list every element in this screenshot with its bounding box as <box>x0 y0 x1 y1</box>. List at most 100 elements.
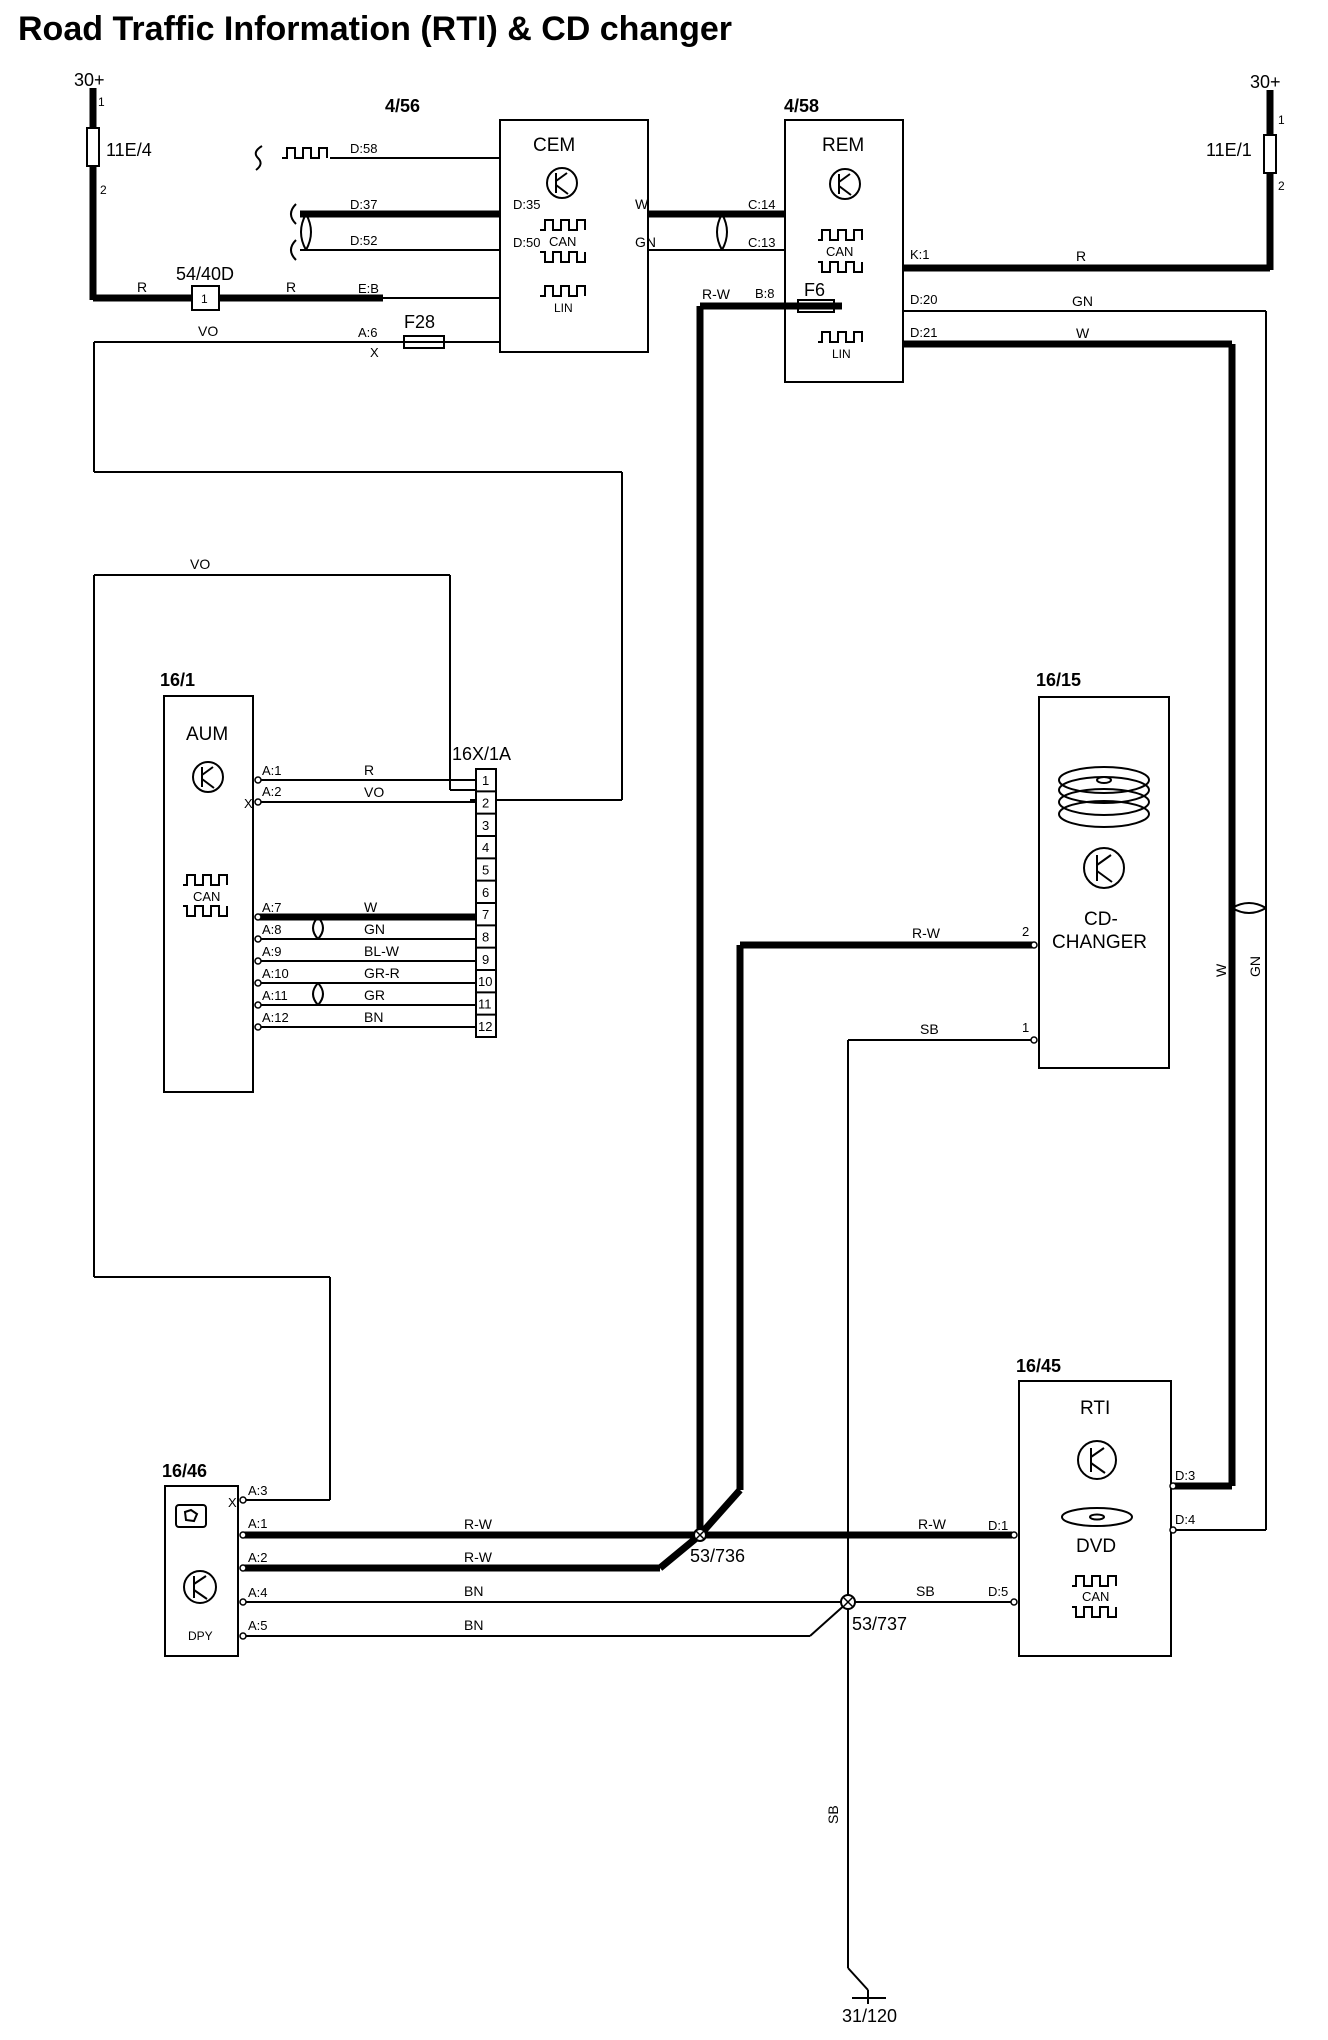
dpy-ref: 16/46 <box>162 1461 207 1481</box>
connector-16x-pin-10: 10 <box>478 974 492 989</box>
cem-can-twist <box>300 213 312 251</box>
rem-ref: 4/58 <box>784 96 819 116</box>
cd-changer-box <box>1038 696 1170 1069</box>
ground-label: 31/120 <box>842 2006 897 2026</box>
cem-left-pins: D:58 D:37 D:52 E:B A:6 X VO <box>93 141 623 801</box>
rti-pin-d5: D:5 <box>988 1584 1008 1599</box>
wire-label-w-aum: W <box>364 899 378 915</box>
wire-label-bn-dpy1: BN <box>464 1583 483 1599</box>
connector-16x-pin-8: 8 <box>482 930 489 945</box>
rem-name: REM <box>822 135 864 156</box>
cd-changer-ref: 16/15 <box>1036 670 1081 690</box>
cd-changer-module: 16/15 CD- CHANGER 2 1 <box>1022 670 1170 1069</box>
rem-pin-c14: C:14 <box>748 197 775 212</box>
wire-r-supply-cem: R R <box>93 279 500 302</box>
wire-rw-rem-splice: R-W <box>696 286 842 1535</box>
connector-16x-pin-6: 6 <box>482 885 489 900</box>
rti-pin-d4: D:4 <box>1175 1512 1195 1527</box>
connector-16x-pin-2: 2 <box>482 796 489 811</box>
dpy-pin-a5: A:5 <box>248 1618 268 1633</box>
rem-transistor-icon <box>829 168 861 200</box>
wire-label-vo-aum: VO <box>364 784 384 800</box>
right-supply-fuse-label: 11E/1 <box>1206 140 1252 160</box>
connector-16x-pin-4: 4 <box>482 840 489 855</box>
rti-name: RTI <box>1080 1398 1110 1419</box>
wire-label-grr-aum: GR-R <box>364 965 400 981</box>
wire-label-sb-vertical: SB <box>825 1805 841 1824</box>
aum-can-twist-2 <box>312 982 324 1006</box>
cem-rem-can-bus: D:35 D:50 W GN C:14 C:13 <box>513 196 785 251</box>
wire-label-gn-aum: GN <box>364 921 385 937</box>
cem-pin-d35: D:35 <box>513 197 540 212</box>
splice-54-40d-box <box>191 285 220 311</box>
wire-label-r-2: R <box>286 279 296 295</box>
dpy-module: 16/46 DPY X A:3 A:1 A:2 A:4 A:5 <box>162 1461 268 1657</box>
splice-54-40d-ref: 54/40D <box>176 264 234 284</box>
connector-16x-pin-7: 7 <box>482 907 489 922</box>
cem-can-icon <box>540 219 586 263</box>
aum-pin-a10: A:10 <box>262 966 289 981</box>
aum-pin-a8: A:8 <box>262 922 282 937</box>
dpy-pin-a4: A:4 <box>248 1585 268 1600</box>
wire-label-bn-dpy2: BN <box>464 1617 483 1633</box>
cem-pin-a6: A:6 <box>358 325 378 340</box>
rti-ref: 16/45 <box>1016 1356 1061 1376</box>
cem-pin-d50: D:50 <box>513 235 540 250</box>
cem-module: 4/56 CEM CAN LIN F28 <box>385 96 649 353</box>
rti-can-label: CAN <box>1082 1589 1109 1604</box>
aum-module: 16/1 AUM CAN X <box>160 670 254 1093</box>
rti-can-icon-top <box>1072 1575 1117 1587</box>
connector-16x-pin-1: 1 <box>482 773 489 788</box>
dpy-pin-a1: A:1 <box>248 1516 268 1531</box>
wire-label-rw-rti: R-W <box>918 1516 947 1532</box>
right-supply-label: 30+ <box>1250 72 1281 92</box>
connector-16x-pin-12: 12 <box>478 1019 492 1034</box>
dpy-pin-a2: A:2 <box>248 1550 268 1565</box>
cd-changer-pin1: 1 <box>1022 1020 1029 1035</box>
right-supply-fuse <box>1263 134 1277 174</box>
wire-r-rem-supply: R <box>903 248 1270 272</box>
rem-pin-k1: K:1 <box>910 247 930 262</box>
connector-16x-pin-5: 5 <box>482 863 489 878</box>
wire-label-gn-vertical: GN <box>1247 956 1263 977</box>
wire-label-rw-1: R-W <box>702 286 731 302</box>
right-supply: 30+ 1 11E/1 2 <box>1206 72 1285 270</box>
aum-pin-a11: A:11 <box>262 988 288 1003</box>
left-supply-pin1: 1 <box>98 95 105 109</box>
wire-label-r-1: R <box>137 279 147 295</box>
splice-53-736-label: 53/736 <box>690 1546 745 1566</box>
cd-changer-transistor-icon <box>1083 847 1125 889</box>
aum-can-label: CAN <box>193 889 220 904</box>
cem-can-label: CAN <box>549 234 576 249</box>
wire-label-bn-aum: BN <box>364 1009 383 1025</box>
wire-label-rw-dpy1: R-W <box>464 1516 493 1532</box>
aum-pin-a7: A:7 <box>262 900 282 915</box>
rti-module: 16/45 RTI DVD CAN D:3 D:4 D:1 D:5 <box>988 1356 1195 1657</box>
connector-16x-ref: 16X/1A <box>452 744 511 764</box>
aum-transistor-icon <box>192 761 224 793</box>
aum-can-twist-1 <box>312 916 324 940</box>
wire-label-w-1: W <box>635 196 649 212</box>
rti-can-icon-bottom <box>1072 1606 1117 1618</box>
dpy-name: DPY <box>188 1629 213 1643</box>
aum-pin-a2: A:2 <box>262 784 282 799</box>
rem-lin-label: LIN <box>832 347 851 361</box>
aum-a2-open-mark: X <box>244 796 253 811</box>
dpy-pin-a3: A:3 <box>248 1483 268 1498</box>
rem-can-label: CAN <box>826 244 853 259</box>
rem-pin-b8: B:8 <box>755 286 775 301</box>
left-supply-label: 30+ <box>74 70 105 90</box>
rti-pin-d1: D:1 <box>988 1518 1008 1533</box>
cem-pin-eb: E:B <box>358 281 379 296</box>
aum-pin-a12: A:12 <box>262 1010 289 1025</box>
rti-transistor-icon <box>1077 1440 1117 1480</box>
connector-16x-pin-9: 9 <box>482 952 489 967</box>
rem-lin-icon <box>818 331 863 343</box>
aum-can-icon-bottom <box>183 905 228 917</box>
rem-rti-twist <box>1231 902 1267 914</box>
wire-label-vo-1: VO <box>198 323 218 339</box>
wire-label-sb-1: SB <box>920 1021 939 1037</box>
